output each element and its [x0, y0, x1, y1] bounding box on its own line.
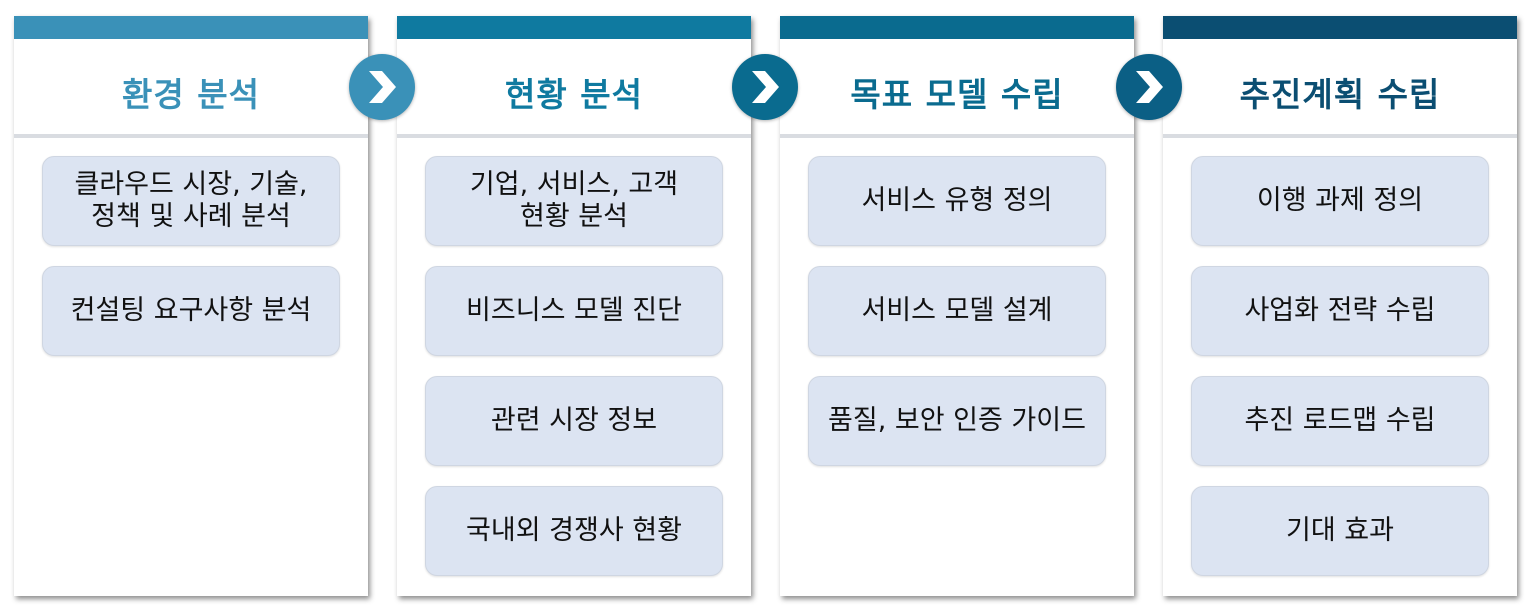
stage-item: 컨설팅 요구사항 분석	[42, 266, 340, 356]
stage-divider	[14, 134, 368, 138]
stage-panel-env-analysis: 환경 분석 클라우드 시장, 기술, 정책 및 사례 분석 컨설팅 요구사항 분…	[14, 16, 368, 596]
stage-header-bar	[780, 16, 1134, 39]
stage-items: 기업, 서비스, 고객 현황 분석 비즈니스 모델 진단 관련 시장 정보 국내…	[425, 156, 723, 596]
stage-items: 클라우드 시장, 기술, 정책 및 사례 분석 컨설팅 요구사항 분석	[42, 156, 340, 376]
stage-divider	[780, 134, 1134, 138]
stage-divider	[397, 134, 751, 138]
stage-panel-execution-plan: 추진계획 수립 이행 과제 정의 사업화 전략 수립 추진 로드맵 수립 기대 …	[1163, 16, 1517, 596]
stage-item: 관련 시장 정보	[425, 376, 723, 466]
chevron-right-icon	[732, 54, 798, 120]
chevron-right-icon	[1116, 54, 1182, 120]
stage-panel-current-analysis: 현황 분석 기업, 서비스, 고객 현황 분석 비즈니스 모델 진단 관련 시장…	[397, 16, 751, 596]
stage-divider	[1163, 134, 1517, 138]
stage-items: 서비스 유형 정의 서비스 모델 설계 품질, 보안 인증 가이드	[808, 156, 1106, 486]
stage-header-bar	[1163, 16, 1517, 39]
stage-item: 서비스 모델 설계	[808, 266, 1106, 356]
stage-title: 환경 분석	[122, 75, 260, 114]
stage-item: 비즈니스 모델 진단	[425, 266, 723, 356]
stage-item: 기업, 서비스, 고객 현황 분석	[425, 156, 723, 246]
chevron-right-icon	[349, 54, 415, 120]
stage-title: 현황 분석	[505, 75, 643, 114]
stage-title: 목표 모델 수립	[850, 75, 1064, 114]
stage-item: 사업화 전략 수립	[1191, 266, 1489, 356]
stage-items: 이행 과제 정의 사업화 전략 수립 추진 로드맵 수립 기대 효과	[1191, 156, 1489, 596]
stage-header-bar	[14, 16, 368, 39]
stage-header-bar	[397, 16, 751, 39]
stage-item: 기대 효과	[1191, 486, 1489, 576]
stage-title: 추진계획 수립	[1239, 75, 1441, 114]
stage-item: 품질, 보안 인증 가이드	[808, 376, 1106, 466]
stage-item: 클라우드 시장, 기술, 정책 및 사례 분석	[42, 156, 340, 246]
stage-item: 이행 과제 정의	[1191, 156, 1489, 246]
stage-item: 서비스 유형 정의	[808, 156, 1106, 246]
stage-item: 국내외 경쟁사 현황	[425, 486, 723, 576]
stage-panel-target-model: 목표 모델 수립 서비스 유형 정의 서비스 모델 설계 품질, 보안 인증 가…	[780, 16, 1134, 596]
stage-item: 추진 로드맵 수립	[1191, 376, 1489, 466]
